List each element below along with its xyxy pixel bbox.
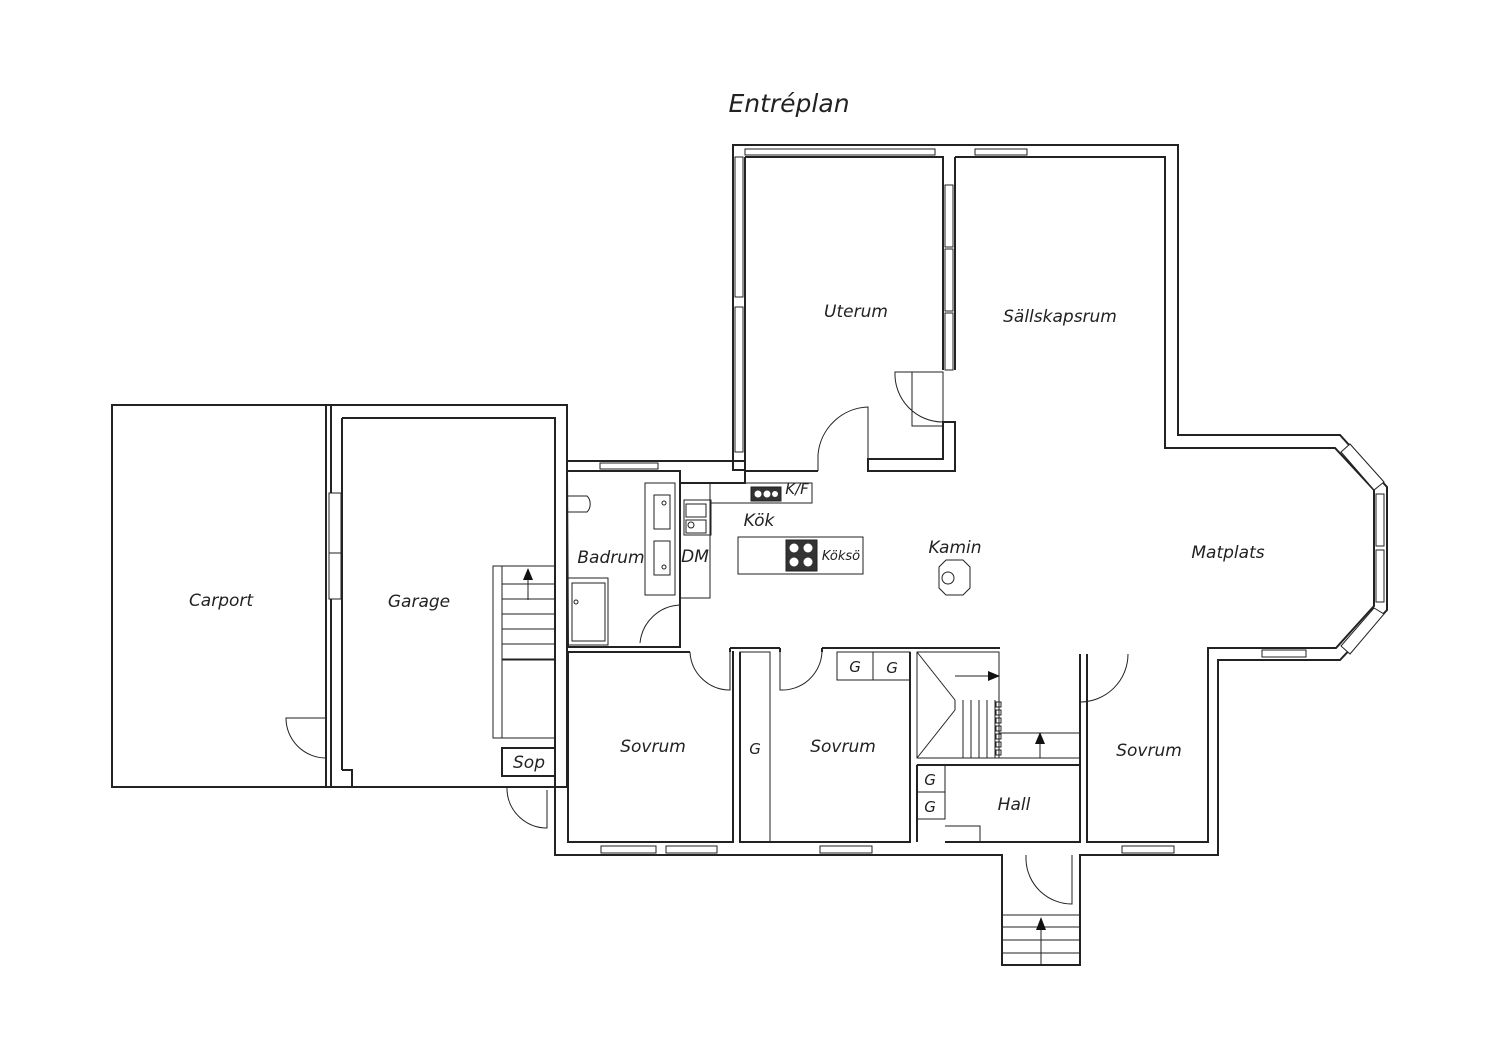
entrance-door: [1025, 855, 1073, 905]
side-stairs: [492, 565, 556, 739]
room-label-kok: Kök: [744, 511, 776, 531]
uterum-window-left-1: [734, 156, 744, 298]
bedroom1-door: [689, 651, 731, 691]
stair-baluster: [995, 709, 1002, 716]
kitchen-area: [679, 471, 864, 599]
label-dm: DM: [681, 547, 709, 567]
closet-g2-box: [872, 651, 911, 681]
uterum-window-left-2: [734, 306, 744, 453]
uterum-walls: [734, 148, 1028, 472]
closet-g5-label: G: [924, 798, 936, 816]
garage-window-2: [328, 552, 342, 600]
island-cooktop-icon: [785, 539, 818, 572]
room-label-garage: Garage: [388, 592, 450, 612]
uterum-door: [817, 406, 869, 471]
main-stairs: [916, 651, 1081, 759]
toilet-icon: [568, 495, 591, 513]
closet-g1-label: G: [849, 658, 861, 676]
stair-baluster: [995, 717, 1002, 724]
room-label-sallskapsrum: Sällskapsrum: [1003, 307, 1117, 327]
kitchen-island: [737, 536, 864, 575]
uterum-terrace-door: [894, 371, 944, 423]
stair-baluster: [995, 725, 1002, 732]
bathroom: [567, 462, 681, 646]
stair-baluster: [995, 701, 1002, 708]
room-label-badrum: Badrum: [577, 548, 644, 568]
closet-g5-box: [916, 791, 946, 820]
bathroom-counter: [644, 482, 676, 596]
kitchen-counter: [679, 482, 711, 599]
carport-garage-block: [111, 404, 568, 788]
label-koksö: Köksö: [822, 549, 860, 564]
sop-label: Sop: [513, 753, 545, 773]
bay-window-3: [1375, 549, 1385, 603]
fireplace: [938, 559, 971, 596]
closet-g2-label: G: [886, 659, 898, 677]
room-label-matplats: Matplats: [1191, 543, 1264, 563]
closet-g3-label: G: [749, 740, 761, 758]
label-kf: K/F: [785, 480, 809, 498]
bay-window-1: [1340, 443, 1385, 491]
matplats-window-bottom: [1261, 649, 1307, 658]
uterum-window-right-2: [944, 248, 954, 312]
uterum-window-top: [744, 148, 936, 156]
uterum-window-right-3: [944, 312, 954, 371]
closet-g4-label: G: [924, 771, 936, 789]
bathroom-door: [639, 604, 681, 644]
room-label-sovrum-1: Sovrum: [620, 737, 686, 757]
room-label-sovrum-2: Sovrum: [810, 737, 876, 757]
label-kamin: Kamin: [928, 538, 981, 558]
entrance-stairs: [1001, 914, 1081, 966]
room-label-uterum: Uterum: [824, 302, 888, 322]
room-label-carport: Carport: [189, 591, 254, 611]
bay-window-4: [1340, 607, 1385, 655]
hall: [916, 653, 1129, 905]
sop-door: [506, 787, 548, 829]
shower: [567, 577, 609, 646]
room-label-sovrum-3: Sovrum: [1116, 741, 1182, 761]
plan-title: Entréplan: [728, 89, 849, 118]
room-label-hall: Hall: [998, 795, 1031, 815]
bedroom2-door: [779, 651, 823, 691]
carport-door: [285, 717, 327, 759]
bay-windows: [1261, 443, 1385, 658]
uterum-window-right-1: [944, 184, 954, 248]
bedroom-block: [567, 647, 1175, 854]
bedroom3-door: [1079, 653, 1129, 703]
bay-window-2: [1375, 493, 1385, 547]
garage-window-1: [328, 492, 342, 554]
sallskap-window-top: [974, 148, 1028, 156]
